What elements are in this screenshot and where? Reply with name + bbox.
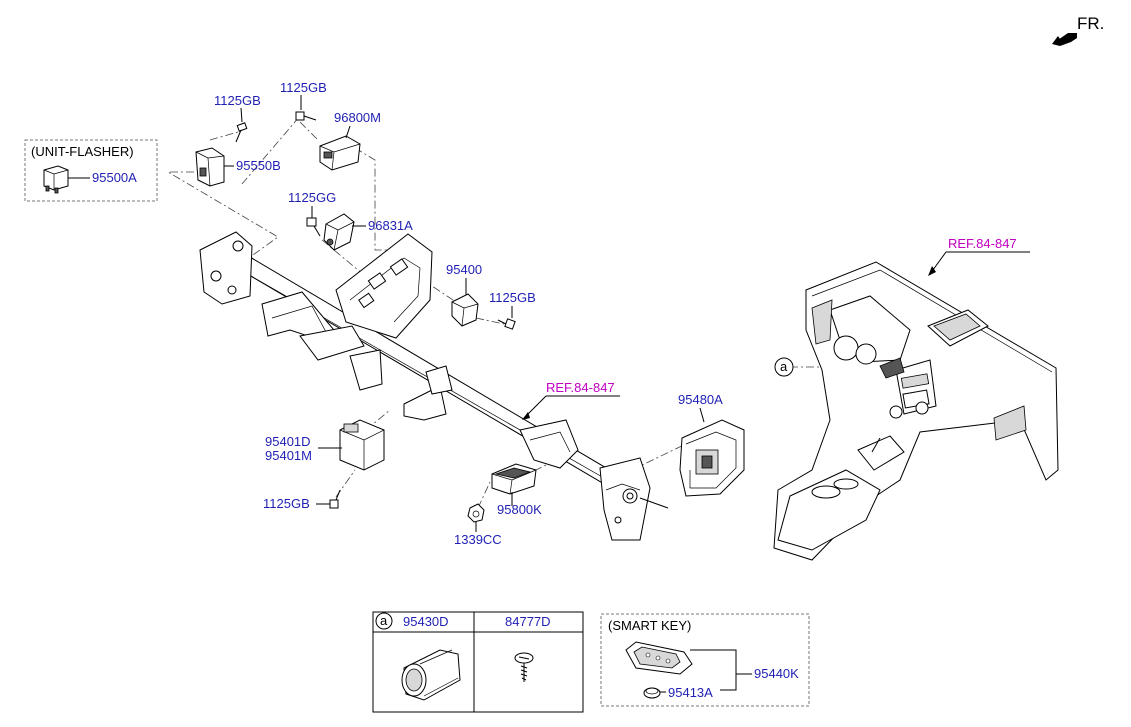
part-number-95413a: 95413A	[668, 685, 713, 700]
bolt-1125gb-c-icon	[497, 318, 516, 330]
coin-battery-icon	[643, 687, 661, 699]
unit-flasher-title: (UNIT-FLASHER)	[31, 144, 134, 159]
key-cylinder-icon	[401, 649, 461, 701]
part-number-1125gb-d: 1125GB	[263, 496, 310, 511]
callout-a-marker	[774, 357, 794, 377]
part-number-95401m: 95401M	[265, 448, 312, 463]
sensor-96831a-icon	[323, 213, 355, 251]
part-number-95480a: 95480A	[678, 392, 723, 407]
nut-1339cc-icon	[467, 503, 485, 523]
module-95401d-icon	[339, 419, 385, 471]
module-95400-icon	[451, 293, 479, 327]
ref-beam-label: REF.84-847	[546, 380, 615, 395]
dashboard-illustration	[773, 261, 1059, 561]
key-cylinder-table	[372, 611, 584, 713]
part-number-95400: 95400	[446, 262, 482, 277]
bolt-1125gb-a-icon	[235, 122, 248, 143]
callout-a-letter: a	[780, 359, 788, 374]
bolt-1125gg-icon	[306, 217, 321, 237]
part-number-96831a: 96831A	[368, 218, 413, 233]
ref-dash-label: REF.84-847	[948, 236, 1017, 251]
part-number-95401d: 95401D	[265, 434, 311, 449]
smart-key-fob-icon	[625, 641, 693, 675]
part-number-1125gb-b: 1125GB	[280, 80, 327, 95]
flasher-relay-icon	[43, 165, 69, 194]
antenna-95800k-icon	[491, 463, 537, 495]
relay-bracket-95550b-icon	[195, 147, 225, 187]
part-number-1339cc: 1339CC	[454, 532, 502, 547]
part-number-84777d: 84777D	[505, 614, 551, 629]
cowl-cross-bar-assembly	[199, 231, 669, 541]
front-direction-label: FR.	[1077, 14, 1104, 33]
part-number-95550b: 95550B	[236, 158, 281, 173]
part-number-1125gb-c: 1125GB	[489, 290, 536, 305]
part-number-96800m: 96800M	[334, 110, 381, 125]
part-number-95430d: 95430D	[403, 614, 449, 629]
smart-key-title: (SMART KEY)	[608, 618, 691, 633]
part-number-95800k: 95800K	[497, 502, 542, 517]
table-ref-marker	[375, 612, 393, 630]
module-96800m-icon	[319, 135, 361, 171]
screw-icon	[514, 652, 534, 682]
bolt-1125gb-d-icon	[329, 489, 341, 509]
module-95480a-icon	[679, 419, 745, 497]
bolt-1125gb-b-icon	[295, 111, 317, 121]
part-number-95500a: 95500A	[92, 170, 137, 185]
part-number-1125gg: 1125GG	[288, 190, 336, 205]
front-direction-arrow-icon	[1052, 33, 1077, 46]
unit-flasher-box	[24, 139, 158, 202]
part-number-95440k: 95440K	[754, 666, 799, 681]
part-number-1125gb-a: 1125GB	[214, 93, 261, 108]
table-ref-letter: a	[380, 613, 388, 628]
